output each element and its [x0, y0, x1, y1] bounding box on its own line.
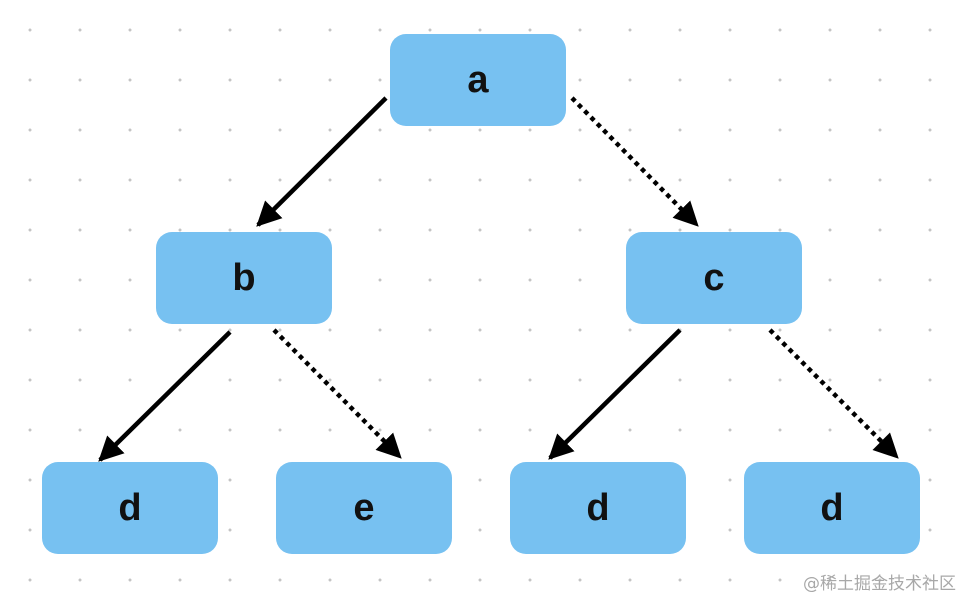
edge-a-b: [256, 96, 388, 227]
tree-node-label: e: [353, 487, 375, 529]
tree-node-label: b: [232, 257, 256, 299]
tree-node-a: a: [390, 34, 566, 126]
tree-node-label: d: [820, 487, 844, 529]
edge-b-d1: [98, 330, 232, 462]
edge-c-d2: [548, 328, 682, 460]
tree-node-d-right: d: [744, 462, 920, 554]
watermark: @稀土掘金技术社区: [803, 574, 956, 594]
tree-node-c: c: [626, 232, 802, 324]
tree-node-d-middle: d: [510, 462, 686, 554]
edge-c-d3: [768, 328, 899, 459]
tree-node-e: e: [276, 462, 452, 554]
tree-node-d-left: d: [42, 462, 218, 554]
tree-node-label: d: [118, 487, 142, 529]
tree-node-b: b: [156, 232, 332, 324]
tree-node-label: a: [467, 59, 489, 101]
edge-b-e: [272, 328, 402, 459]
edge-a-c: [570, 96, 699, 227]
tree-node-label: d: [586, 487, 610, 529]
tree-node-label: c: [703, 257, 725, 299]
